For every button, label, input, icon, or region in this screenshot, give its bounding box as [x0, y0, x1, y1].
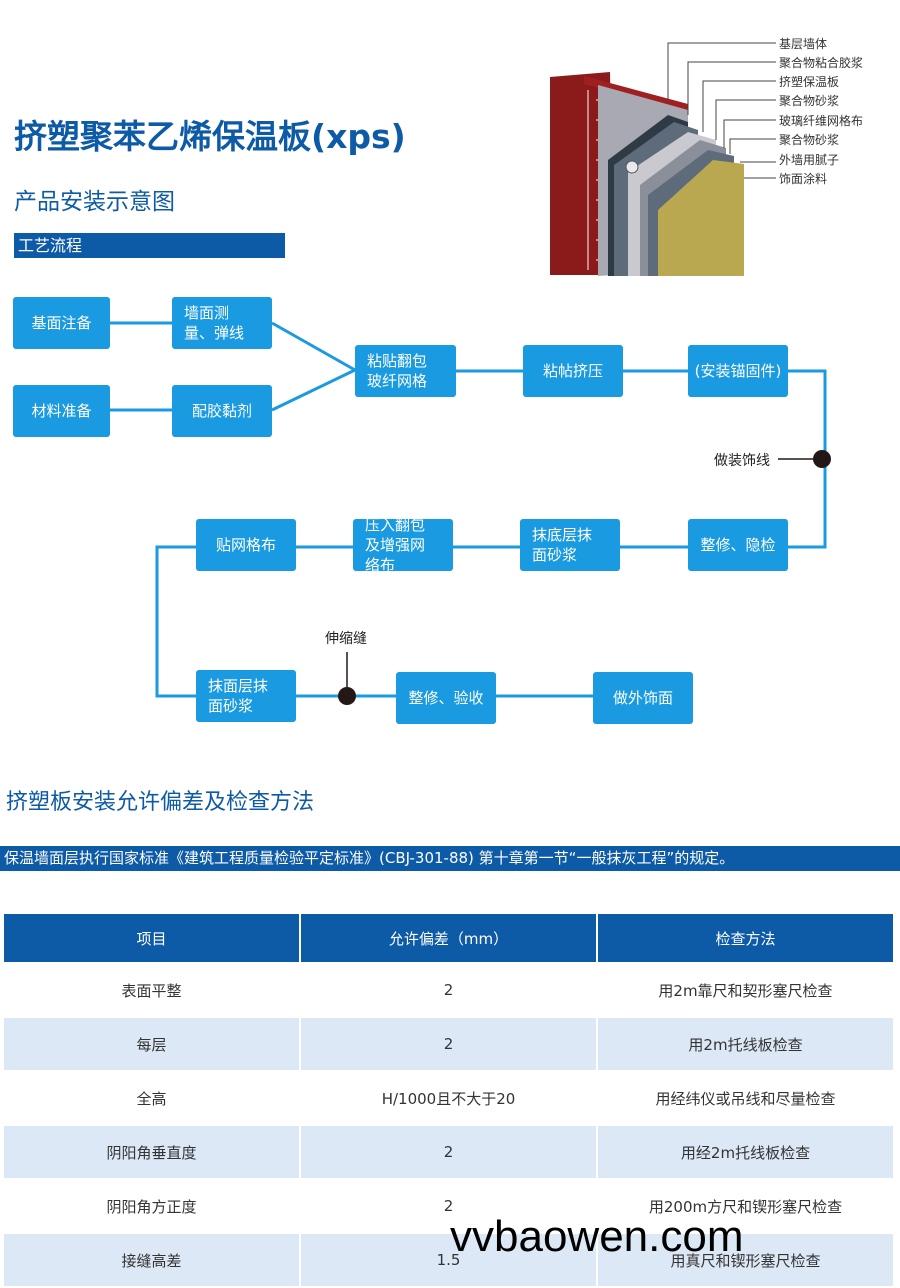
cell-item: 每层 [4, 1018, 299, 1072]
expansion-joint-marker [338, 687, 356, 705]
cell-tolerance: 2 [301, 1126, 596, 1180]
cell-item: 阴阳角方正度 [4, 1180, 299, 1234]
cell-method: 用经2m托线板检查 [598, 1126, 893, 1180]
flow-node-base-mortar: 抹底层抹面砂浆 [520, 519, 620, 571]
expansion-joint-label: 伸缩缝 [325, 631, 367, 647]
cell-method: 用经纬仪或吊线和尽量检查 [598, 1072, 893, 1126]
cell-tolerance: 2 [301, 1180, 596, 1234]
cell-item: 表面平整 [4, 964, 299, 1018]
decor-line-marker [813, 450, 831, 468]
layer-label-base-wall: 基层墙体 [779, 37, 828, 51]
decor-line-label: 做装饰线 [714, 453, 770, 469]
layer-label-mortar: 聚合物砂浆 [779, 94, 840, 108]
header-item: 项目 [4, 914, 299, 964]
table-row: 每层 2 用2m托线板检查 [4, 1018, 893, 1072]
cell-tolerance: 2 [301, 1018, 596, 1072]
flow-node-apply-mesh: 贴网格布 [196, 519, 296, 571]
flow-node-paste-mesh: 粘贴翻包玻纤网格 [355, 345, 456, 397]
table-row: 全高 H/1000且不大于20 用经纬仪或吊线和尽量检查 [4, 1072, 893, 1126]
header-tolerance: 允许偏差（mm） [301, 914, 596, 964]
cell-method: 用2m靠尺和契形塞尺检查 [598, 964, 893, 1018]
flow-node-exterior-finish: 做外饰面 [593, 672, 693, 724]
page-title: 挤塑聚苯乙烯保温板(xps) [14, 117, 406, 156]
wall-layer-diagram [550, 42, 776, 276]
cell-tolerance: 2 [301, 964, 596, 1018]
table-row: 阴阳角垂直度 2 用经2m托线板检查 [4, 1126, 893, 1180]
flow-node-paste-press: 粘帖挤压 [523, 345, 623, 397]
flow-node-wall-measure: 墙面测量、弹线 [172, 297, 272, 349]
watermark: vvbaowen.com [450, 1212, 744, 1261]
table-row: 表面平整 2 用2m靠尺和契形塞尺检查 [4, 964, 893, 1018]
layer-label-finish: 饰面涂料 [779, 172, 828, 186]
cell-method: 用200m方尺和锲形塞尺检查 [598, 1180, 893, 1234]
flow-node-mix-adhesive: 配胶黏剂 [172, 385, 272, 437]
flow-node-install-anchors: (安装锚固件) [688, 345, 788, 397]
cell-item: 接缝高差 [4, 1234, 299, 1288]
flow-node-repair-inspect: 整修、隐检 [688, 519, 788, 571]
layer-label-adhesive: 聚合物粘合胶浆 [779, 56, 864, 70]
flow-node-material-prep: 材料准备 [13, 385, 110, 437]
process-flow-heading: 工艺流程 [14, 233, 285, 258]
standard-note: 保温墙面层执行国家标准《建筑工程质量检验平定标准》(CBJ-301-88) 第十… [0, 846, 900, 871]
anchor-icon [625, 160, 639, 174]
layer-label-mortar-2: 聚合物砂浆 [779, 133, 840, 147]
cell-method: 用2m托线板检查 [598, 1018, 893, 1072]
connector [155, 545, 196, 698]
section-subtitle: 产品安装示意图 [14, 189, 175, 215]
flow-node-surface-mortar: 抹面层抹面砂浆 [196, 670, 296, 722]
header-method: 检查方法 [598, 914, 893, 964]
finish-coat-layer [658, 160, 744, 276]
tolerance-section-title: 挤塑板安装允许偏差及检查方法 [6, 790, 315, 815]
flow-node-repair-accept: 整修、验收 [396, 672, 496, 724]
leader-lines [667, 42, 776, 179]
layer-label-putty: 外墙用腻子 [779, 153, 840, 167]
flow-node-press-mesh: 压入翻包及增强网络布 [353, 516, 453, 574]
cell-item: 阴阳角垂直度 [4, 1126, 299, 1180]
flow-node-base-prep: 基面注备 [13, 297, 110, 349]
layer-label-xps-board: 挤塑保温板 [779, 75, 840, 89]
table-header-row: 项目 允许偏差（mm） 检查方法 [4, 914, 893, 964]
layer-label-mesh: 玻璃纤维网格布 [779, 114, 864, 128]
tolerance-table: 项目 允许偏差（mm） 检查方法 表面平整 2 用2m靠尺和契形塞尺检查 每层 … [2, 914, 895, 1288]
table-row: 阴阳角方正度 2 用200m方尺和锲形塞尺检查 [4, 1180, 893, 1234]
cell-item: 全高 [4, 1072, 299, 1126]
connector [271, 321, 356, 372]
cell-tolerance: H/1000且不大于20 [301, 1072, 596, 1126]
table-row: 接缝高差 1.5 用真尺和锲形塞尺检查 [4, 1234, 893, 1288]
flow-connectors [110, 321, 831, 705]
connector [271, 368, 356, 412]
